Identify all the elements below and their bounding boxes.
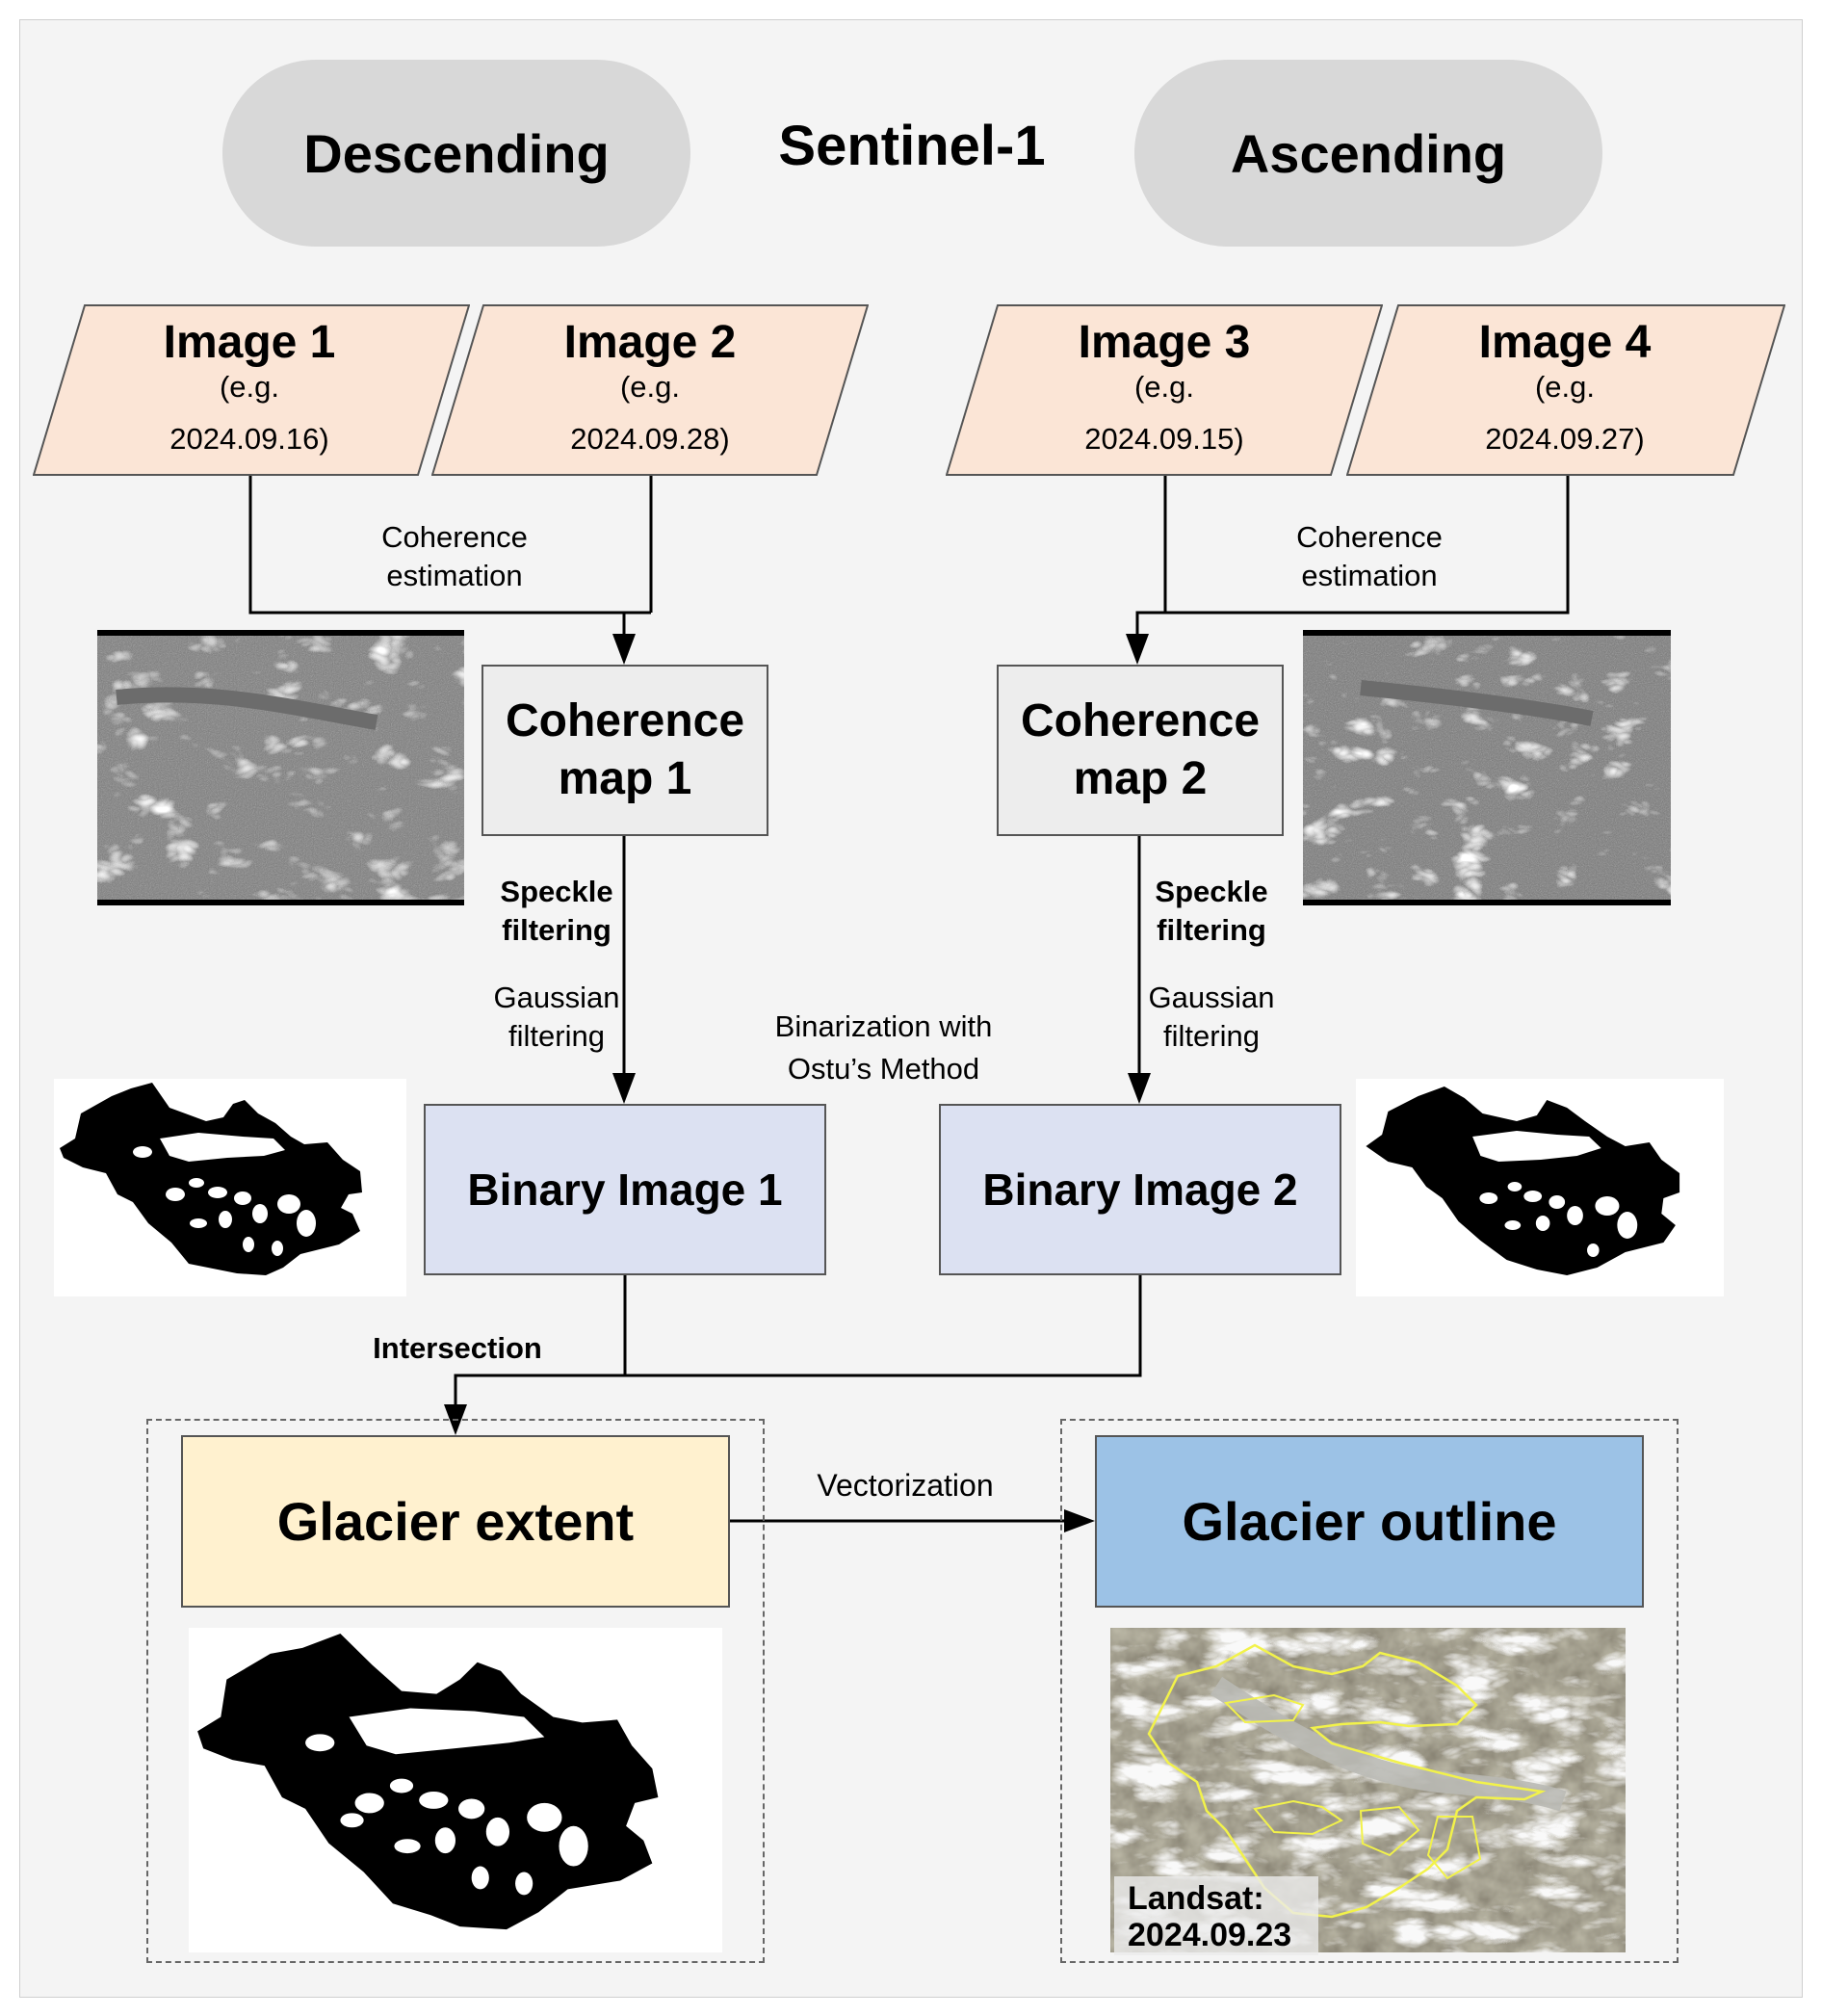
input-image-4: Image 4 (e.g. 2024.09.27) (1346, 304, 1785, 476)
label-line: filtering (1163, 1019, 1260, 1053)
arrowhead-outline (1064, 1509, 1095, 1532)
wire-bin2-down (454, 1275, 1142, 1418)
label-line: Binarization with (774, 1009, 993, 1043)
input-date: 2024.09.27) (1485, 422, 1645, 456)
binary-mask (1366, 1087, 1680, 1275)
label-line: Coherence (381, 520, 528, 554)
coherence-estimation-left: Coherence estimation (339, 518, 570, 595)
binary-image-2-thumbnail (1356, 1079, 1724, 1296)
coherence-map-1-thumbnail (97, 630, 464, 905)
binary-image-2-box: Binary Image 2 (939, 1104, 1341, 1275)
glacier-extent-thumbnail (189, 1628, 722, 1952)
coherence-texture (1303, 630, 1671, 905)
arrowhead-bin1 (612, 1073, 636, 1104)
input-title: Image 4 (1478, 317, 1652, 368)
input-image-2: Image 2 (e.g. 2024.09.28) (431, 304, 869, 476)
input-date: 2024.09.15) (1084, 422, 1244, 456)
box-label-line: map 2 (1073, 753, 1208, 804)
extent-group-frame (146, 1419, 765, 1963)
landsat-caption: Landsat: 2024.09.23 (1114, 1876, 1318, 1955)
intersection-label: Intersection (373, 1331, 542, 1365)
speckle-filtering-right: Speckle filtering (1134, 873, 1288, 950)
box-label: Binary Image 2 (982, 1165, 1298, 1215)
label-line: Ostu’s Method (787, 1052, 980, 1086)
label-line: filtering (1157, 913, 1266, 947)
input-title: Image 1 (163, 317, 336, 368)
box-label: Binary Image 1 (467, 1165, 783, 1215)
gaussian-filtering-right: Gaussian filtering (1134, 979, 1288, 1056)
label-line: Coherence (1296, 520, 1443, 554)
box-label: Glacier extent (276, 1491, 635, 1552)
input-image-1: Image 1 (e.g. 2024.09.16) (33, 304, 470, 476)
diagram-title: Sentinel-1 (778, 115, 1046, 177)
wire-image4 (1135, 476, 1570, 647)
label-line: filtering (508, 1019, 605, 1053)
coherence-map-2-box: Coherence map 2 (997, 665, 1284, 836)
wire-image1 (248, 476, 651, 615)
caption-line: Landsat: (1128, 1880, 1264, 1917)
label-line: Speckle (1155, 875, 1268, 908)
binarization-label: Binarization with Ostu’s Method (717, 1006, 1050, 1090)
arrowhead-coh1 (612, 634, 636, 665)
binary-image-1-thumbnail (54, 1079, 406, 1296)
caption-line: 2024.09.23 (1128, 1917, 1292, 1953)
label-line: filtering (502, 913, 612, 947)
outline-group-frame (1060, 1419, 1679, 1963)
binary-mask (60, 1083, 362, 1275)
coherence-map-1-box: Coherence map 1 (482, 665, 768, 836)
input-eg: (e.g. (1133, 370, 1195, 404)
input-eg: (e.g. (219, 370, 280, 404)
input-eg: (e.g. (619, 370, 681, 404)
input-date: 2024.09.16) (169, 422, 329, 456)
label-line: estimation (1301, 559, 1438, 592)
box-label-line: Coherence (505, 695, 745, 746)
ascending-label: Ascending (1230, 122, 1507, 184)
coherence-map-2-thumbnail (1303, 630, 1671, 905)
label-line: Gaussian (493, 981, 620, 1014)
arrowhead-coh2 (1126, 634, 1149, 665)
arrowhead-bin2 (1128, 1073, 1151, 1104)
input-title: Image 3 (1078, 317, 1251, 368)
glacier-outline-box: Glacier outline (1095, 1435, 1644, 1608)
input-title: Image 2 (563, 317, 737, 368)
coherence-texture (97, 630, 464, 905)
descending-label: Descending (303, 122, 610, 184)
input-image-3: Image 3 (e.g. 2024.09.15) (946, 304, 1383, 476)
input-eg: (e.g. (1534, 370, 1596, 404)
glacier-extent-mask (197, 1633, 659, 1930)
box-label-line: Coherence (1020, 695, 1261, 746)
label-line: Speckle (500, 875, 613, 908)
box-label: Glacier outline (1182, 1491, 1557, 1552)
box-label-line: map 1 (558, 753, 692, 804)
binary-image-1-box: Binary Image 1 (424, 1104, 826, 1275)
input-date: 2024.09.28) (570, 422, 730, 456)
gaussian-filtering-left: Gaussian filtering (480, 979, 634, 1056)
label-line: Gaussian (1148, 981, 1275, 1014)
speckle-filtering-left: Speckle filtering (480, 873, 634, 950)
ascending-pill: Ascending (1134, 60, 1602, 247)
vectorization-label: Vectorization (817, 1468, 994, 1503)
label-line: estimation (386, 559, 523, 592)
descending-pill: Descending (222, 60, 690, 247)
glacier-extent-box: Glacier extent (181, 1435, 730, 1608)
coherence-estimation-right: Coherence estimation (1254, 518, 1485, 595)
